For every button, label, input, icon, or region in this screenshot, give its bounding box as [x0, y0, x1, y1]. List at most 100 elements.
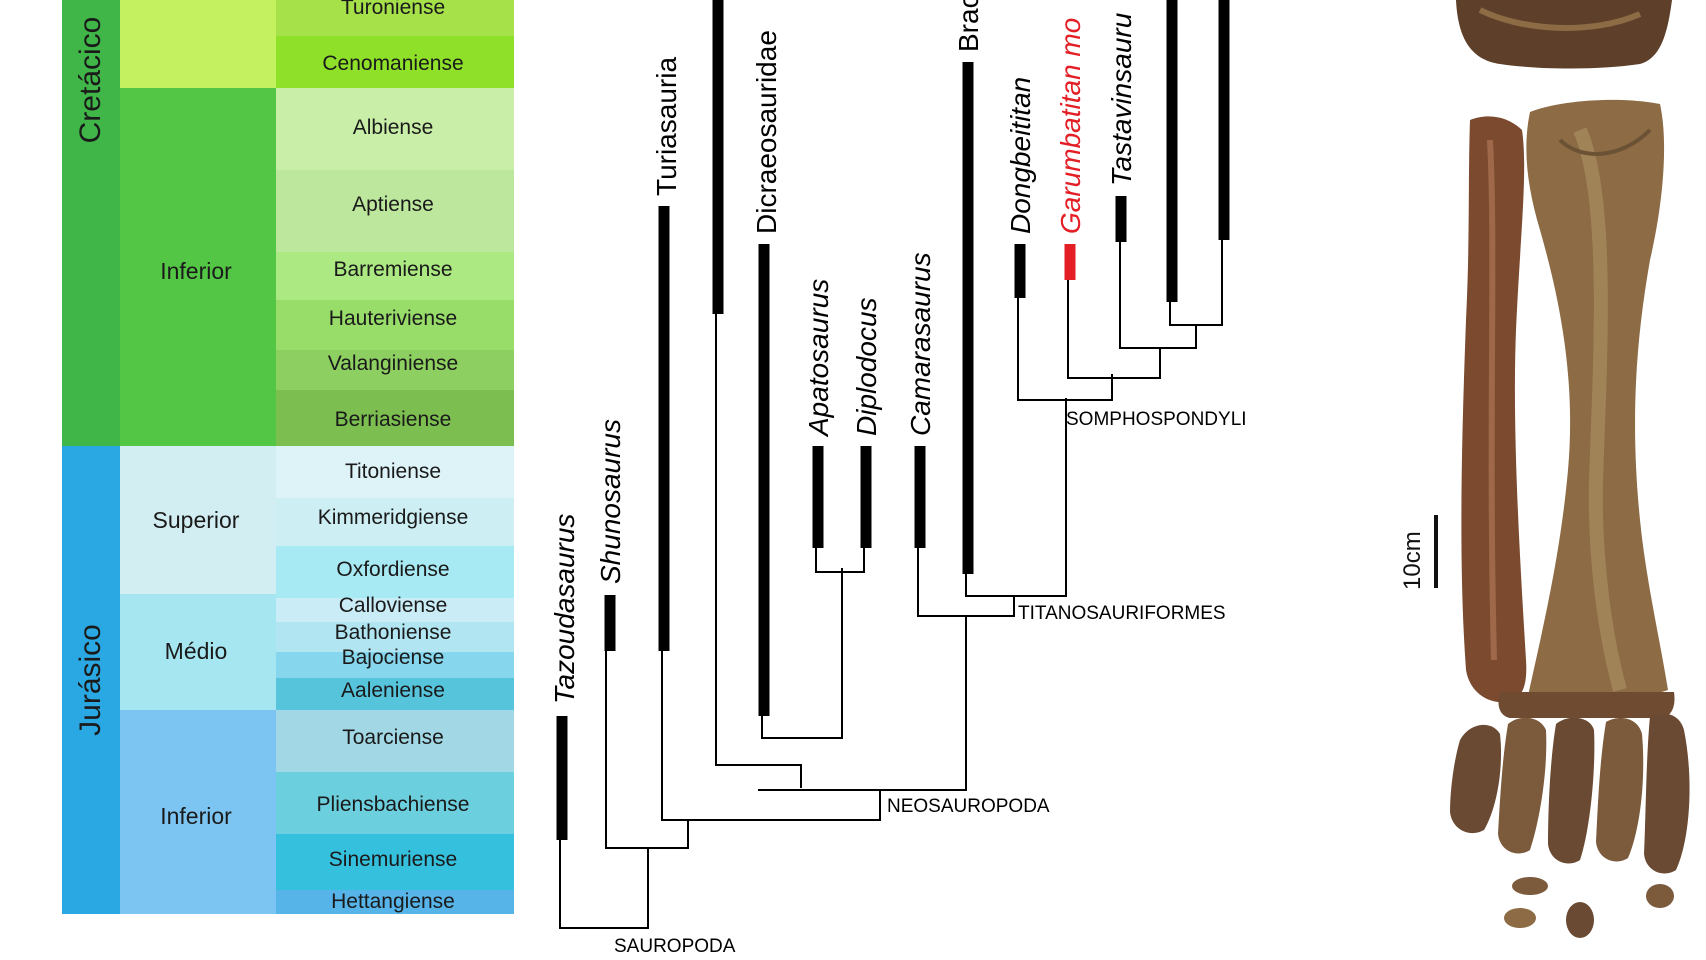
epoch-upper-cretaceous-band	[120, 0, 276, 88]
period-cretaceous-label: Cretácico	[74, 17, 107, 144]
epoch-upper-jurassic-label: Superior	[153, 507, 240, 533]
bone-phalanx	[1566, 902, 1594, 938]
branch-camarasaurus	[917, 545, 1015, 617]
stage-label: Barremiense	[333, 258, 452, 281]
stage-label: Albiense	[353, 116, 434, 139]
branch-turiasauria	[661, 648, 881, 821]
stage-column	[276, 0, 514, 914]
taxon-label-dicraeosauridae: Dicraeosauridae	[751, 30, 782, 234]
epoch-upper-jurassic-band	[120, 446, 276, 594]
stratigraphic-range-bars	[556, 0, 1230, 840]
stage-band	[276, 350, 514, 390]
clade-label-titanosauriformes: TITANOSAURIFORMES	[1018, 603, 1226, 624]
bone-metacarpal-3	[1548, 717, 1595, 864]
stage-label: Cenomaniense	[322, 52, 463, 75]
branch-tazoudasaurus	[559, 835, 649, 929]
branch-shunosaurus	[605, 648, 689, 849]
branch-dicraeosauridae	[761, 568, 843, 739]
stage-label: Aptiense	[352, 193, 434, 216]
stage-band	[276, 678, 514, 710]
period-jurassic-band	[62, 446, 120, 914]
geologic-timescale: Cretácico Jurásico Inferior Superior Méd…	[62, 0, 514, 914]
stage-label: Hauteriviense	[329, 307, 457, 330]
stage-label: Aaleniense	[341, 679, 445, 702]
taxon-labels: Tazoudasaurus Shunosaurus Turiasauria Di…	[549, 0, 1137, 704]
branch-diplodocoidea	[715, 312, 802, 788]
taxon-label-brachiosauridae: Brac	[953, 0, 984, 52]
stage-band	[276, 446, 514, 498]
epoch-middle-jurassic-label: Médio	[165, 638, 228, 664]
stage-label: Oxfordiense	[336, 558, 449, 581]
stage-label: Toarciense	[342, 726, 444, 749]
taxon-label-diplodocus: Diplodocus	[851, 297, 882, 436]
stage-label: Calloviense	[339, 594, 448, 617]
stage-band	[276, 36, 514, 88]
taxon-label-turiasauria: Turiasauria	[651, 57, 682, 196]
stage-label: Titoniense	[345, 460, 441, 483]
stage-band	[276, 834, 514, 890]
stage-label: Bajociense	[342, 646, 445, 669]
fossil-limb-photo: 10cm	[1399, 0, 1690, 938]
bone-highlight	[1573, 127, 1627, 692]
stage-band	[276, 252, 514, 300]
stage-band	[276, 88, 514, 170]
bone-highlight	[1558, 128, 1652, 156]
taxon-label-apatosaurus: Apatosaurus	[803, 279, 834, 438]
stage-label: Sinemuriense	[329, 848, 457, 871]
stage-band	[276, 498, 514, 546]
bone-metacarpal-5	[1644, 713, 1690, 874]
stage-band	[276, 0, 514, 36]
branch-upper-clade	[1169, 240, 1223, 326]
clade-label-sauropoda: SAUROPODA	[614, 936, 736, 957]
taxon-label-tazoudasaurus: Tazoudasaurus	[549, 514, 580, 704]
clade-label-somphospondyli: SOMPHOSPONDYLI	[1066, 409, 1247, 430]
branch-apatosaurus-diplodocus	[815, 545, 865, 573]
branch-dongbeititan	[1017, 295, 1113, 401]
stage-band	[276, 300, 514, 350]
stage-band	[276, 652, 514, 678]
stage-band	[276, 890, 514, 914]
bone-phalanx	[1504, 908, 1536, 928]
bone-metacarpal-1	[1450, 724, 1502, 834]
clade-labels: SAUROPODA NEOSAUROPODA TITANOSAURIFORMES…	[614, 409, 1247, 957]
stage-label: Bathoniense	[335, 621, 452, 644]
bone-metacarpal-2	[1498, 717, 1547, 854]
bone-proximal-fragment	[1456, 0, 1672, 69]
stage-label: Kimmeridgiense	[318, 506, 469, 529]
stage-label: Turoniense	[341, 0, 445, 19]
epoch-middle-jurassic-band	[120, 594, 276, 710]
clade-label-neosauropoda: NEOSAUROPODA	[887, 796, 1050, 817]
bone-metacarpal-4	[1596, 718, 1644, 862]
period-cretaceous-band	[62, 0, 120, 446]
cladogram	[556, 0, 1230, 929]
stage-label: Berriasiense	[335, 408, 452, 431]
bone-highlight	[1478, 7, 1642, 31]
stage-band	[276, 622, 514, 652]
bone-phalanx	[1512, 877, 1548, 895]
stage-band	[276, 170, 514, 252]
stage-label: Valanginiense	[328, 352, 458, 375]
stage-label: Hettangiense	[331, 890, 455, 913]
stage-label: Pliensbachiense	[317, 793, 470, 816]
taxon-label-shunosaurus: Shunosaurus	[595, 419, 626, 584]
branch-tastavinsaurus	[1119, 240, 1197, 349]
stage-band	[276, 598, 514, 622]
stage-band	[276, 546, 514, 598]
branch-titanosauriformes	[965, 398, 1067, 597]
taxon-label-tastavinsaurus: Tastavinsauru	[1106, 12, 1137, 186]
cladogram-branches	[559, 240, 1223, 929]
taxon-label-garumbatitan: Garumbatitan mo	[1055, 18, 1086, 234]
taxon-label-dongbeititan: Dongbeititan	[1005, 77, 1036, 234]
taxon-label-camarasaurus: Camarasaurus	[905, 252, 936, 436]
epoch-lower-jurassic-band	[120, 710, 276, 914]
bone-carpals	[1498, 692, 1675, 718]
stage-band	[276, 710, 514, 772]
epoch-lower-jurassic-label: Inferior	[160, 803, 232, 829]
stage-band	[276, 772, 514, 834]
epoch-lower-cretaceous-band	[120, 88, 276, 446]
stage-band	[276, 390, 514, 446]
period-jurassic-label: Jurásico	[74, 624, 107, 736]
scale-bar-label: 10cm	[1399, 531, 1426, 590]
branch-neosauropoda	[758, 616, 967, 791]
